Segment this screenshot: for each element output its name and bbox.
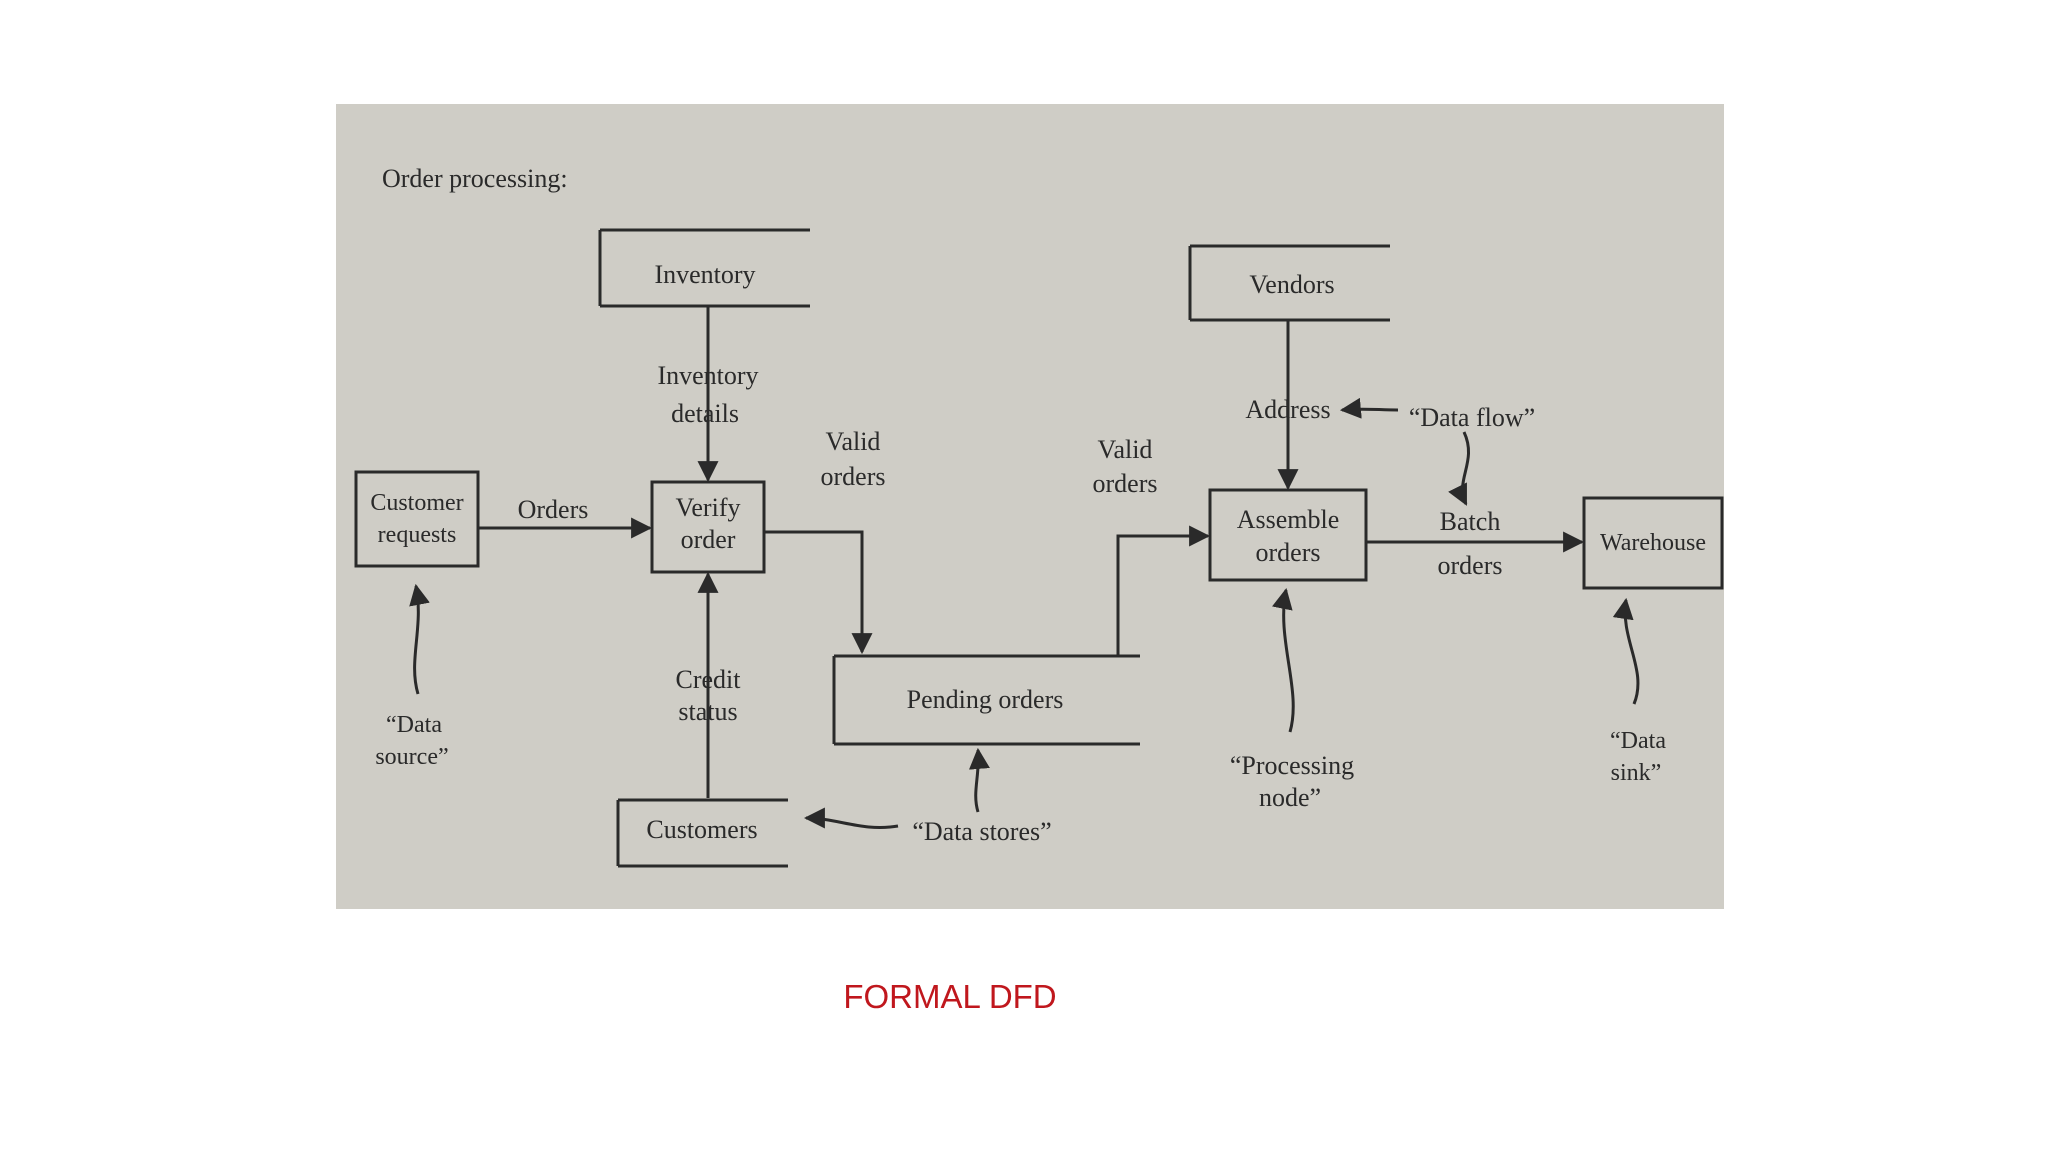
data-sink-pointer-arrow: [1612, 597, 1640, 705]
credit-status-label-1: Credit: [676, 665, 742, 694]
vendors-label: Vendors: [1249, 270, 1334, 299]
valid-orders-2-label-2: orders: [1093, 469, 1158, 498]
verify-order-label-2: order: [681, 525, 736, 554]
batch-orders-label-2: orders: [1438, 551, 1503, 580]
slide-caption: FORMAL DFD: [843, 978, 1057, 1015]
data-source-pointer-arrow: [409, 583, 430, 695]
valid-orders-to-assemble-arrow: [1116, 525, 1211, 656]
orders-flow-label: Orders: [518, 495, 589, 524]
processing-node-annotation-1: “Processing: [1230, 751, 1354, 780]
valid-orders-to-pending-arrow: [764, 530, 873, 655]
inventory-details-label-2: details: [671, 399, 739, 428]
inventory-details-label-1: Inventory: [657, 361, 758, 390]
customers-label: Customers: [646, 815, 757, 844]
address-flow-label: Address: [1245, 395, 1330, 424]
data-source-annotation-1: “Data: [386, 712, 442, 738]
batch-orders-label-1: Batch: [1440, 507, 1501, 536]
pending-orders-label: Pending orders: [907, 685, 1064, 714]
vendors-store: [1188, 244, 1390, 322]
credit-status-label-2: status: [678, 697, 737, 726]
data-sink-annotation-1: “Data: [1610, 728, 1666, 754]
processing-node-pointer-arrow: [1272, 587, 1295, 733]
customer-requests-box: [354, 470, 480, 568]
assemble-orders-label-2: orders: [1256, 538, 1321, 567]
data-source-annotation-2: source”: [375, 744, 448, 770]
customers-store: [616, 798, 788, 868]
diagram-heading: Order processing:: [382, 164, 568, 193]
assemble-orders-label-1: Assemble: [1237, 505, 1340, 534]
data-flow-pointer-arrow: [1339, 397, 1399, 419]
pending-orders-pointer-arrow: [968, 747, 990, 813]
verify-order-label-1: Verify: [676, 493, 741, 522]
data-flow-annotation: “Data flow”: [1409, 403, 1535, 432]
inventory-store: [598, 228, 810, 308]
data-stores-annotation: “Data stores”: [912, 817, 1051, 846]
diagram-photo: [336, 104, 1724, 909]
data-stores-pointer-arrow: [803, 807, 899, 829]
pending-orders-store: [832, 654, 1140, 746]
inventory-label: Inventory: [654, 260, 755, 289]
customer-requests-label-1: Customer: [370, 490, 463, 516]
valid-orders-2-label-1: Valid: [1098, 435, 1153, 464]
valid-orders-1-label-1: Valid: [826, 427, 881, 456]
warehouse-label: Warehouse: [1600, 530, 1706, 556]
customer-requests-label-2: requests: [378, 522, 457, 548]
processing-node-annotation-2: node”: [1259, 783, 1321, 812]
batch-data-flow-pointer-arrow: [1448, 431, 1470, 506]
data-sink-annotation-2: sink”: [1611, 760, 1662, 786]
valid-orders-1-label-2: orders: [821, 462, 886, 491]
